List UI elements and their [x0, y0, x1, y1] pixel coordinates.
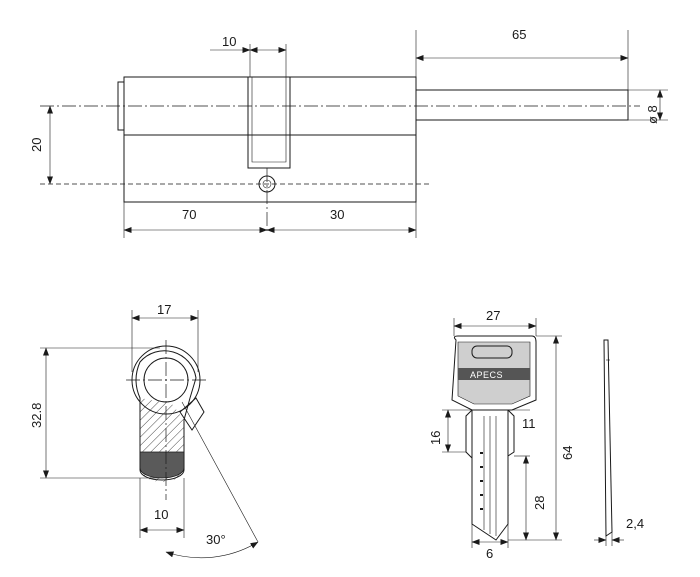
dim-rod-diameter: ø 8: [645, 105, 660, 124]
cam-lever: [179, 397, 205, 431]
dim-key-thickness: 2,4: [626, 516, 644, 531]
key-dimples: [480, 452, 483, 510]
cylinder-profile-view: 17 32.8 10 30°: [29, 302, 259, 559]
key-hole: [471, 345, 513, 359]
dim-rod-length: 65: [512, 27, 526, 42]
cylinder-body: [123, 76, 417, 203]
dim-profile-bottom-width: 10: [154, 507, 168, 522]
cam-slot-inner: [251, 77, 287, 163]
dim-key-head-width: 27: [486, 308, 500, 323]
key-brand-label: APECS: [470, 370, 503, 380]
key-view: APECS 27 64 16 11: [428, 308, 644, 561]
dim-profile-angle: 30°: [206, 532, 226, 547]
dim-key-blade-right: 11: [522, 416, 536, 431]
dim-cam-width: 10: [222, 34, 236, 49]
dim-profile-width: 17: [157, 302, 171, 317]
dim-left-length: 70: [182, 207, 196, 222]
rod: [415, 89, 629, 121]
cylinder-side-view: 10 65 ø 8 20 70 30: [29, 27, 668, 238]
dim-axis-offset: 20: [29, 138, 44, 152]
dim-key-blade-width: 6: [486, 546, 493, 561]
dim-key-blade-length: 28: [532, 496, 547, 510]
profile-outline: [135, 350, 197, 481]
dim-profile-height: 32.8: [29, 403, 44, 428]
key-side-profile: [603, 339, 613, 537]
dim-right-length: 30: [330, 207, 344, 222]
dim-key-upper-blade: 16: [428, 431, 443, 445]
dim-key-total-length: 64: [560, 446, 575, 460]
key-head: [451, 335, 537, 411]
cam-slot: [247, 77, 291, 169]
